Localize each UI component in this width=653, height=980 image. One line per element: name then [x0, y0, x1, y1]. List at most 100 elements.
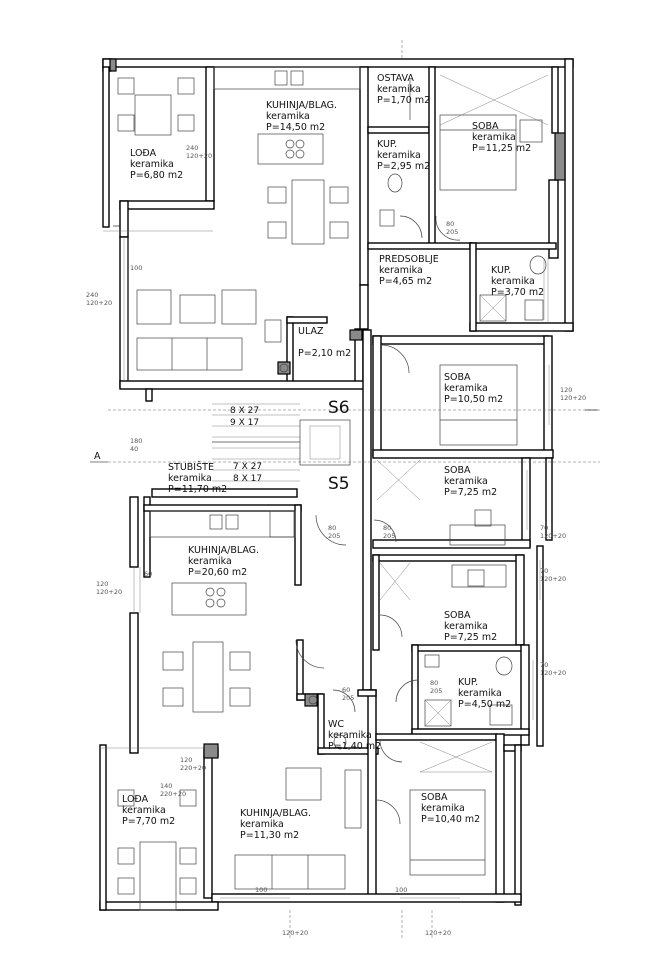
dimension-label: 120 [560, 386, 572, 394]
dimension-label: 40 [130, 445, 138, 453]
dimension-label: 60 [342, 686, 350, 694]
dimension-label: 70 [540, 524, 548, 532]
dimension-label: 120+20 [186, 152, 212, 160]
stair-spec-lower-2: 8 X 17 [233, 474, 262, 484]
stair-steps [212, 403, 351, 482]
dimension-label: 80 [328, 524, 336, 532]
room-finish: keramika [379, 265, 423, 276]
room-finish: keramika [421, 803, 465, 814]
room-area: P=11,70 m2 [168, 484, 227, 495]
dimension-label: 205 [328, 532, 340, 540]
room-name: KUHINJA/BLAG. [240, 808, 311, 819]
room-name: KUHINJA/BLAG. [188, 545, 259, 556]
room-finish: keramika [377, 150, 421, 161]
windows [100, 225, 550, 899]
dimension-label: 100 [255, 886, 267, 894]
room-area: P=6,80 m2 [130, 170, 183, 181]
room-area: P=2,10 m2 [298, 348, 351, 359]
room-name: PREDSOBLJE [379, 254, 439, 265]
room-area: P=7,70 m2 [122, 816, 175, 827]
dimension-label: 220+20 [160, 790, 186, 798]
room-area: P=11,25 m2 [472, 143, 531, 154]
room-name: SOBA [472, 121, 499, 132]
room-area: P=20,60 m2 [188, 567, 247, 578]
room-finish: keramika [266, 111, 310, 122]
dimension-label: 120+20 [540, 532, 566, 540]
room-name: KUP. [377, 139, 397, 150]
furniture [117, 66, 549, 911]
dimension-label: 120+20 [540, 575, 566, 583]
room-name: KUHINJA/BLAG. [266, 100, 337, 111]
room-name: KUP. [458, 677, 478, 688]
room-finish: keramika [444, 476, 488, 487]
dimension-label: 60 [144, 570, 152, 578]
room-finish: keramika [130, 159, 174, 170]
dimension-label: 240 [186, 144, 198, 152]
dimension-label: 205 [430, 687, 442, 695]
room-area: P=2,95 m2 [377, 161, 430, 172]
room-area: P=7,25 m2 [444, 632, 497, 643]
dimension-label: 120+20 [425, 929, 451, 937]
room-finish: keramika [122, 805, 166, 816]
dimension-label: 240 [86, 291, 98, 299]
stair-spec-upper-1: 8 X 27 [230, 406, 259, 416]
room-finish: keramika [328, 730, 372, 741]
dimension-notes: 240 120+20 240 120+20 180 40 120 120+20 … [86, 144, 586, 937]
room-name: SOBA [444, 465, 471, 476]
stair-spec-lower-1: 7 X 27 [233, 462, 262, 472]
room-finish: keramika [377, 84, 421, 95]
section-label-s6: S6 [328, 398, 350, 418]
dimension-label: 120 [180, 756, 192, 764]
dimension-label: 120+20 [96, 588, 122, 596]
room-name: WC [328, 719, 344, 730]
room-area: P=3,70 m2 [491, 287, 544, 298]
dimension-label: 80 [446, 220, 454, 228]
room-area: P=7,25 m2 [444, 487, 497, 498]
room-finish: keramika [240, 819, 284, 830]
room-finish: keramika [458, 688, 502, 699]
room-area: P=10,50 m2 [444, 394, 503, 405]
room-name: SOBA [444, 372, 471, 383]
section-label-a: A [94, 451, 101, 462]
dimension-label: 205 [342, 694, 354, 702]
dimension-label: 70 [540, 661, 548, 669]
dimension-label: 220+20 [180, 764, 206, 772]
dimension-label: 180 [130, 437, 142, 445]
room-finish: keramika [444, 621, 488, 632]
dimension-label: 205 [383, 532, 395, 540]
section-label-s5: S5 [328, 474, 350, 494]
dimension-label: 140 [160, 782, 172, 790]
dimension-label: 100 [395, 886, 407, 894]
room-finish: keramika [168, 473, 212, 484]
room-area: P=4,65 m2 [379, 276, 432, 287]
dimension-label: 120 [96, 580, 108, 588]
dimension-label: 80 [383, 524, 391, 532]
room-name: KUP. [491, 265, 511, 276]
room-finish: keramika [444, 383, 488, 394]
room-area: P=14,50 m2 [266, 122, 325, 133]
dimension-label: 120+20 [540, 669, 566, 677]
room-area: P=10,40 m2 [421, 814, 480, 825]
room-name: ULAZ [298, 326, 324, 337]
room-area: P=11,30 m2 [240, 830, 299, 841]
dimension-label: 120+20 [560, 394, 586, 402]
section-markers: S6 S5 A [90, 40, 600, 940]
room-finish: keramika [491, 276, 535, 287]
room-name: SOBA [421, 792, 448, 803]
dimension-label: 100 [130, 264, 142, 272]
dimension-label: 70 [540, 567, 548, 575]
dimension-label: 120+20 [282, 929, 308, 937]
room-area: P=1,40 m2 [328, 741, 381, 752]
room-name: LOĐA [122, 794, 149, 805]
room-area: P=4,50 m2 [458, 699, 511, 710]
stair-labels: 8 X 27 9 X 17 7 X 27 8 X 17 [230, 406, 262, 484]
room-finish: keramika [472, 132, 516, 143]
room-name: STUBIŠTE [168, 461, 214, 473]
room-name: OSTAVA [377, 73, 414, 84]
room-name: LOĐA [130, 148, 157, 159]
room-area: P=1,70 m2 [377, 95, 430, 106]
dimension-label: 80 [430, 679, 438, 687]
room-name: SOBA [444, 610, 471, 621]
dimension-label: 205 [446, 228, 458, 236]
